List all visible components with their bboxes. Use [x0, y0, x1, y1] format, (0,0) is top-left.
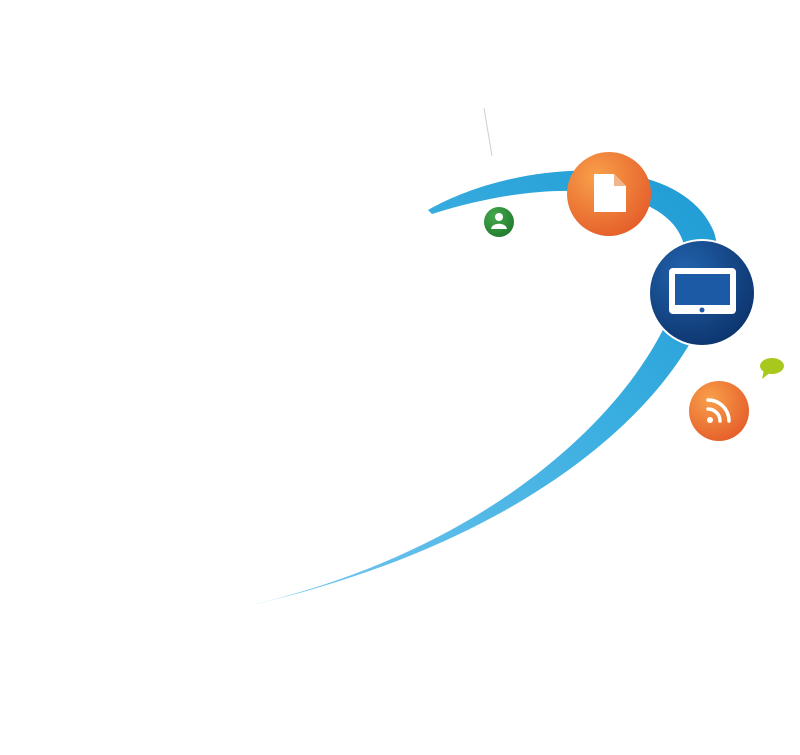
speech-bubble-icon [760, 358, 784, 379]
faint-divider-line [483, 107, 493, 157]
monitor-icon [648, 239, 756, 347]
rss-icon [689, 381, 749, 441]
swoosh-arc [243, 170, 718, 607]
document-icon [567, 152, 651, 236]
user-icon [484, 207, 514, 237]
